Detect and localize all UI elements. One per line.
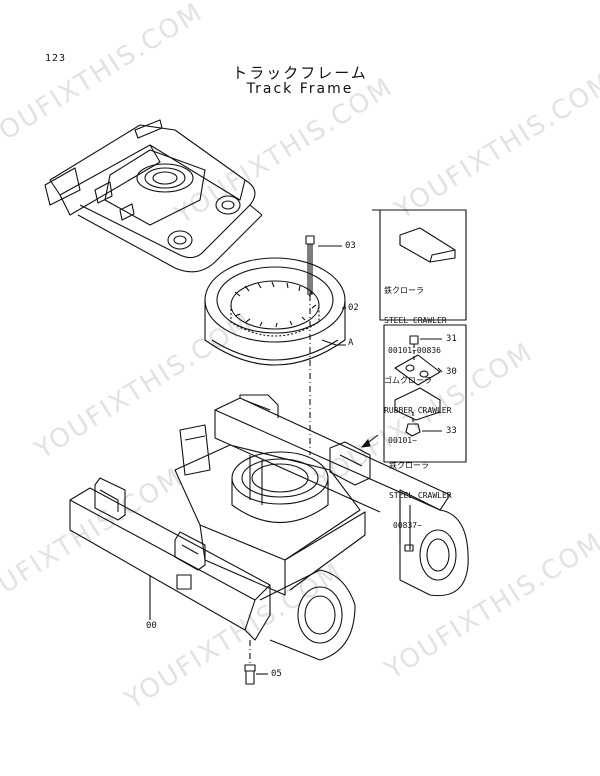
page-title-japanese: トラックフレーム xyxy=(232,64,368,82)
callout-A: A xyxy=(348,338,354,348)
track-frame-part-00 xyxy=(69,394,469,661)
note-line: 鉄クローラ xyxy=(384,286,424,295)
note-line: 00101~ xyxy=(388,436,417,445)
callout-00: 00 xyxy=(146,621,157,631)
callout-31: 31 xyxy=(446,334,457,344)
callout-30: 30 xyxy=(446,367,457,377)
bolt-part-03 xyxy=(305,235,315,295)
callout-02: 02 xyxy=(348,303,359,313)
callout-33: 33 xyxy=(446,426,457,436)
note-line: STEEL CRAWLER xyxy=(389,491,452,500)
page-number: 123 xyxy=(45,53,67,64)
detail-note-top: 鉄クローラ STEEL CRAWLER 00101~00836 ゴムクローラ R… xyxy=(384,266,451,456)
swing-bearing-part-02 xyxy=(204,257,346,366)
grease-fitting-part-05 xyxy=(244,640,256,685)
note-line: ゴムクローラ xyxy=(384,376,432,385)
callout-05: 05 xyxy=(271,669,282,679)
detail-box-rubber-crawler-shoe xyxy=(372,209,467,321)
detail-box-steel-crawler-shoe xyxy=(383,324,467,463)
note-line: 00101~00836 xyxy=(388,346,441,355)
note-line: STEEL CRAWLER xyxy=(384,316,447,325)
callout-03: 03 xyxy=(345,241,356,251)
overview-undercarriage-sketch xyxy=(44,119,263,273)
note-line: RUBBER CRAWLER xyxy=(384,406,452,415)
detail-note-bottom: 鉄クローラ STEEL CRAWLER 00837~ xyxy=(389,441,452,541)
note-line: 00837~ xyxy=(393,521,422,530)
page-title: Track Frame xyxy=(246,81,354,97)
note-line: 鉄クローラ xyxy=(389,461,429,470)
